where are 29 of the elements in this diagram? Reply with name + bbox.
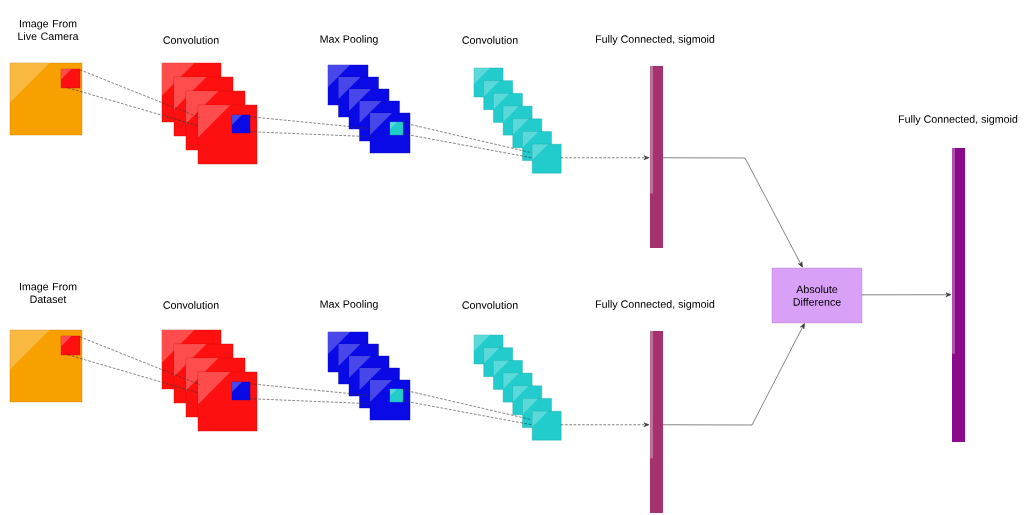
layer-label: Max Pooling [320, 35, 378, 45]
connector-line [67, 354, 199, 393]
connector-line [402, 389, 533, 421]
arrow [662, 157, 803, 268]
connector-line [402, 122, 533, 154]
connector-line [249, 131, 373, 138]
connector-line [79, 336, 201, 385]
connector-line [249, 398, 373, 405]
layer-label: Fully Connected, sigmoid [596, 300, 715, 310]
layer-label: Convolution [462, 301, 518, 309]
arrow [662, 323, 805, 426]
layer-label: Convolution [163, 301, 219, 309]
layer-label: Image From Dataset [19, 282, 77, 304]
layer-label: Fully Connected, sigmoid [596, 35, 715, 45]
layer-label: Image From Live Camera [18, 19, 79, 41]
process-box: Absolute Difference [771, 267, 863, 324]
arrow [861, 292, 952, 298]
layer-label: Convolution [163, 36, 219, 44]
connector-line [402, 133, 533, 159]
connector-line [67, 87, 199, 126]
layer-label: Max Pooling [320, 300, 378, 310]
layer-label: Convolution [462, 36, 518, 44]
connector-line [402, 400, 533, 426]
connector-line [79, 69, 201, 118]
arrow [560, 155, 650, 160]
connector-line [249, 383, 373, 397]
layer-label: Fully Connected, sigmoid [899, 115, 1018, 125]
arrow [560, 422, 650, 428]
connector-line [249, 116, 373, 130]
